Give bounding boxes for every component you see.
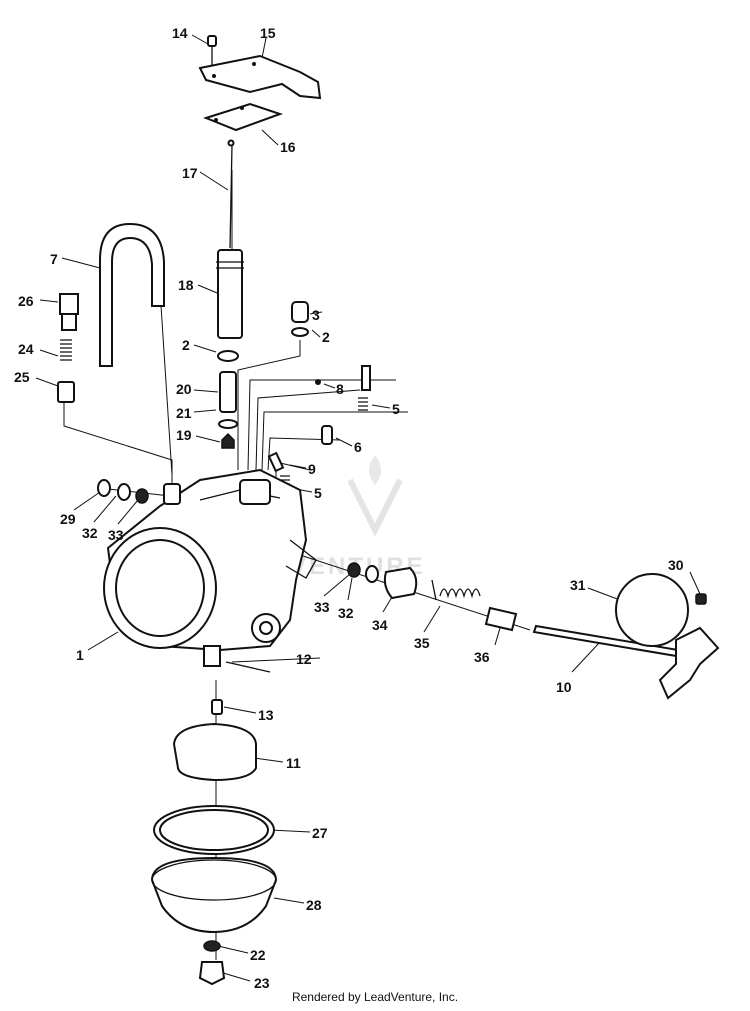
callout-10: 10 — [556, 679, 572, 695]
part-33-washer-right — [347, 562, 361, 578]
part-32-washer-left — [117, 483, 131, 501]
callout-27: 27 — [312, 825, 328, 841]
part-20-needle-jet — [219, 371, 237, 413]
part-36-sleeve — [484, 606, 518, 632]
callout-12: 12 — [296, 651, 312, 667]
part-15-top-plate — [198, 54, 322, 100]
callout-5-upper: 5 — [392, 401, 400, 417]
callout-11: 11 — [286, 755, 301, 771]
callout-6: 6 — [354, 439, 362, 455]
part-30-screw — [695, 593, 707, 605]
callout-32-right: 32 — [338, 605, 354, 621]
part-16-gasket — [203, 102, 284, 132]
callout-16: 16 — [280, 139, 296, 155]
callout-35: 35 — [414, 635, 430, 651]
callout-33-left: 33 — [108, 527, 124, 543]
callout-36: 36 — [474, 649, 490, 665]
callout-5-lower: 5 — [314, 485, 322, 501]
callout-labels: 14 15 16 17 7 18 26 3 2 2 24 25 20 8 5 2… — [14, 25, 684, 991]
callout-30: 30 — [668, 557, 684, 573]
part-3-cap — [291, 301, 309, 323]
part-27-bowl-gasket — [153, 805, 275, 855]
callout-2-right: 2 — [322, 329, 330, 345]
part-25-screw — [57, 381, 75, 403]
part-19-main-jet — [221, 432, 235, 449]
callout-20: 20 — [176, 381, 192, 397]
callout-28: 28 — [306, 897, 322, 913]
part-22-washer — [203, 940, 221, 952]
part-7-vent-tube — [99, 222, 165, 367]
callout-7: 7 — [50, 251, 58, 267]
callout-1: 1 — [76, 647, 84, 663]
part-34-bushing — [383, 566, 418, 600]
part-26-fitting — [59, 293, 79, 331]
part-35-spring — [431, 579, 481, 601]
part-8-screw — [361, 365, 371, 391]
callout-8: 8 — [336, 381, 344, 397]
part-23-bolt — [198, 961, 226, 986]
callout-3: 3 — [312, 307, 320, 323]
callout-29: 29 — [60, 511, 76, 527]
part-6-plug — [321, 425, 333, 445]
part-12-pin — [225, 661, 271, 673]
callout-34: 34 — [372, 617, 388, 633]
leader-lines — [35, 34, 701, 982]
part-17-jet-needle — [227, 139, 235, 249]
callout-33-right: 33 — [314, 599, 330, 615]
part-32-washer-right — [365, 565, 379, 583]
part-5-spring-upper — [358, 397, 368, 411]
part-11-float — [172, 722, 257, 782]
callout-24: 24 — [18, 341, 34, 357]
callout-9: 9 — [308, 461, 316, 477]
callout-18: 18 — [178, 277, 194, 293]
part-31-throttle-plate — [615, 573, 689, 647]
callout-2-left: 2 — [182, 337, 190, 353]
callout-13: 13 — [258, 707, 274, 723]
callout-19: 19 — [176, 427, 192, 443]
callout-21: 21 — [176, 405, 192, 421]
part-28-float-bowl — [150, 856, 278, 934]
part-1-carburetor-body — [103, 468, 317, 667]
part-2-washer-right — [291, 327, 309, 337]
part-24-spring — [60, 339, 72, 361]
callout-15: 15 — [260, 25, 276, 41]
callout-32-left: 32 — [82, 525, 98, 541]
part-13-float-needle — [211, 699, 223, 715]
callout-14: 14 — [172, 25, 188, 41]
part-29-washer — [97, 479, 111, 497]
callout-26: 26 — [18, 293, 34, 309]
footer-credit: Rendered by LeadVenture, Inc. — [291, 990, 459, 1004]
callout-23: 23 — [254, 975, 270, 991]
part-8-pin — [315, 379, 321, 385]
callout-17: 17 — [182, 165, 198, 181]
part-5-spring-lower — [280, 475, 290, 489]
callout-31: 31 — [570, 577, 586, 593]
callout-25: 25 — [14, 369, 30, 385]
part-18-throttle-valve — [216, 249, 244, 339]
part-21-washer — [218, 419, 238, 429]
part-9-screw — [267, 451, 285, 473]
part-33-washer-left — [135, 488, 149, 504]
callout-22: 22 — [250, 947, 266, 963]
part-2-washer-left — [217, 350, 239, 362]
